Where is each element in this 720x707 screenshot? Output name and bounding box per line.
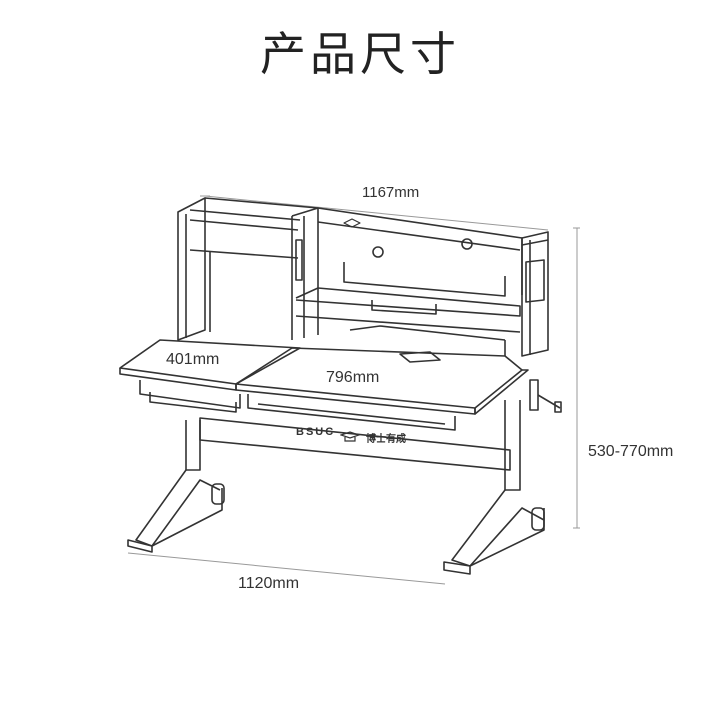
desk-frame — [127, 379, 562, 575]
hutch — [177, 197, 549, 357]
overall-width-line — [204, 195, 549, 231]
brand-cn: 博士有成 — [366, 434, 406, 445]
graduation-cap-icon — [339, 428, 361, 442]
page-title: 产品尺寸 — [260, 27, 460, 81]
base-width-label: 1120mm — [238, 575, 300, 592]
overall-width-label: 1167mm — [362, 184, 420, 201]
desk-top — [119, 325, 529, 415]
brand-text: BSUC — [296, 426, 336, 438]
left-top-width-label: 401mm — [166, 351, 220, 368]
drawers — [139, 380, 456, 431]
right-top-width-label: 796mm — [326, 369, 380, 386]
height-range-label: 530-770mm — [588, 443, 674, 460]
base-width-line — [127, 552, 446, 585]
dimension-lines — [127, 195, 580, 585]
